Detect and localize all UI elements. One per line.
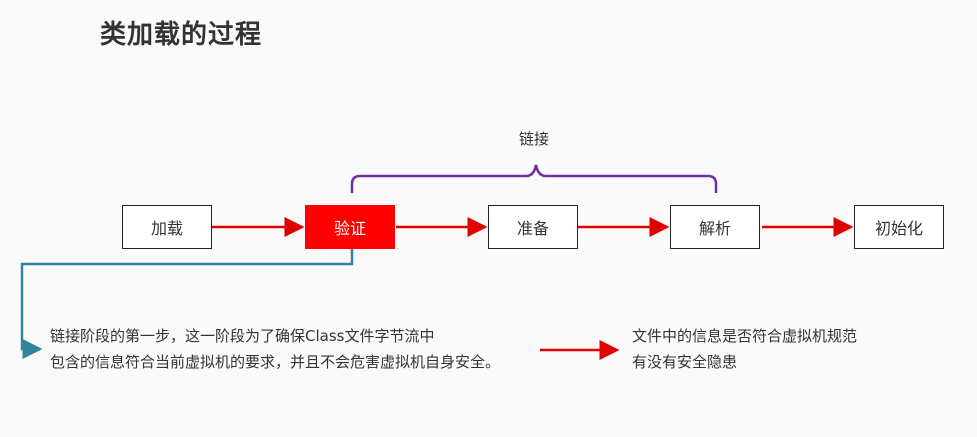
- page-title: 类加载的过程: [100, 20, 263, 50]
- step-initialize: 初始化: [854, 205, 944, 249]
- step-load: 加载: [122, 205, 212, 249]
- note-verify-description: 链接阶段的第一步，这一阶段为了确保Class文件字节流中 包含的信息符合当前虚拟…: [50, 323, 500, 375]
- step-resolve: 解析: [670, 205, 760, 249]
- step-prepare: 准备: [488, 205, 578, 249]
- note-line: 链接阶段的第一步，这一阶段为了确保Class文件字节流中: [50, 327, 435, 345]
- note-verify-checks: 文件中的信息是否符合虚拟机规范 有没有安全隐患: [632, 323, 857, 375]
- step-verify: 验证: [305, 205, 395, 249]
- linking-label: 链接: [518, 130, 549, 148]
- note-line: 文件中的信息是否符合虚拟机规范: [632, 327, 858, 345]
- verify-connector: [20, 249, 354, 359]
- note-line: 包含的信息符合当前虚拟机的要求，并且不会危害虚拟机自身安全。: [50, 353, 501, 371]
- linking-brace: [350, 164, 718, 193]
- note-line: 有没有安全隐患: [632, 353, 738, 371]
